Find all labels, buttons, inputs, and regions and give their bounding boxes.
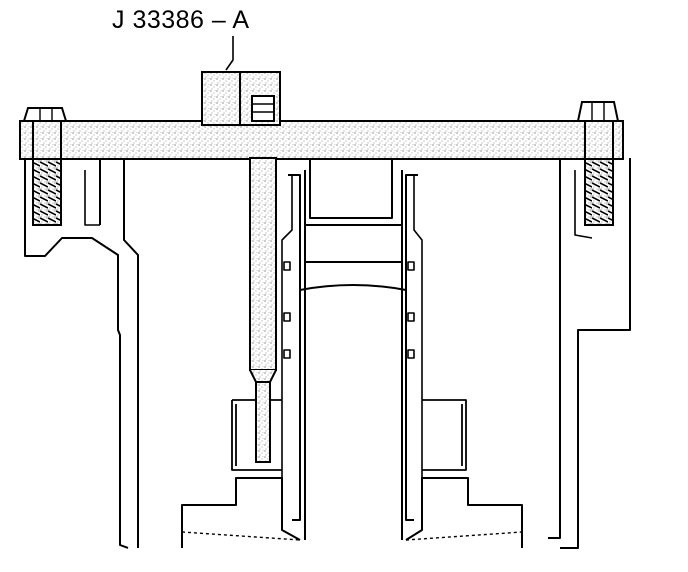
shaft-sleeve-left [288, 174, 301, 521]
tool-head-cap [201, 71, 241, 126]
puller-rod-taper [249, 369, 277, 383]
puller-rod [249, 157, 277, 371]
bolt-left [22, 107, 68, 226]
bridge-bar [19, 120, 624, 160]
housing-wall-left [24, 158, 129, 549]
housing-slot-left [84, 170, 100, 226]
tool-callout-label: J 33386 – A [112, 6, 250, 34]
puller-rod-tip [255, 381, 271, 463]
shaft-sleeve-right [405, 174, 418, 521]
base-ridge [181, 531, 523, 541]
tool-nut [251, 95, 275, 122]
housing-inner-left [99, 158, 139, 548]
bolt-right [576, 101, 620, 226]
shaft-taper-right [413, 175, 423, 510]
base-plate-right [405, 477, 523, 548]
shaft-top-cap [309, 158, 393, 219]
housing-inner-right [548, 158, 561, 539]
leader-line [225, 36, 234, 71]
shaft-band-3 [299, 284, 407, 291]
hub-flange-right [422, 399, 467, 471]
base-plate-left [181, 477, 301, 548]
seal-marks [283, 261, 415, 359]
housing-slot-right [574, 170, 593, 239]
shaft-taper-left [281, 175, 293, 510]
housing-wall-right [560, 158, 631, 549]
